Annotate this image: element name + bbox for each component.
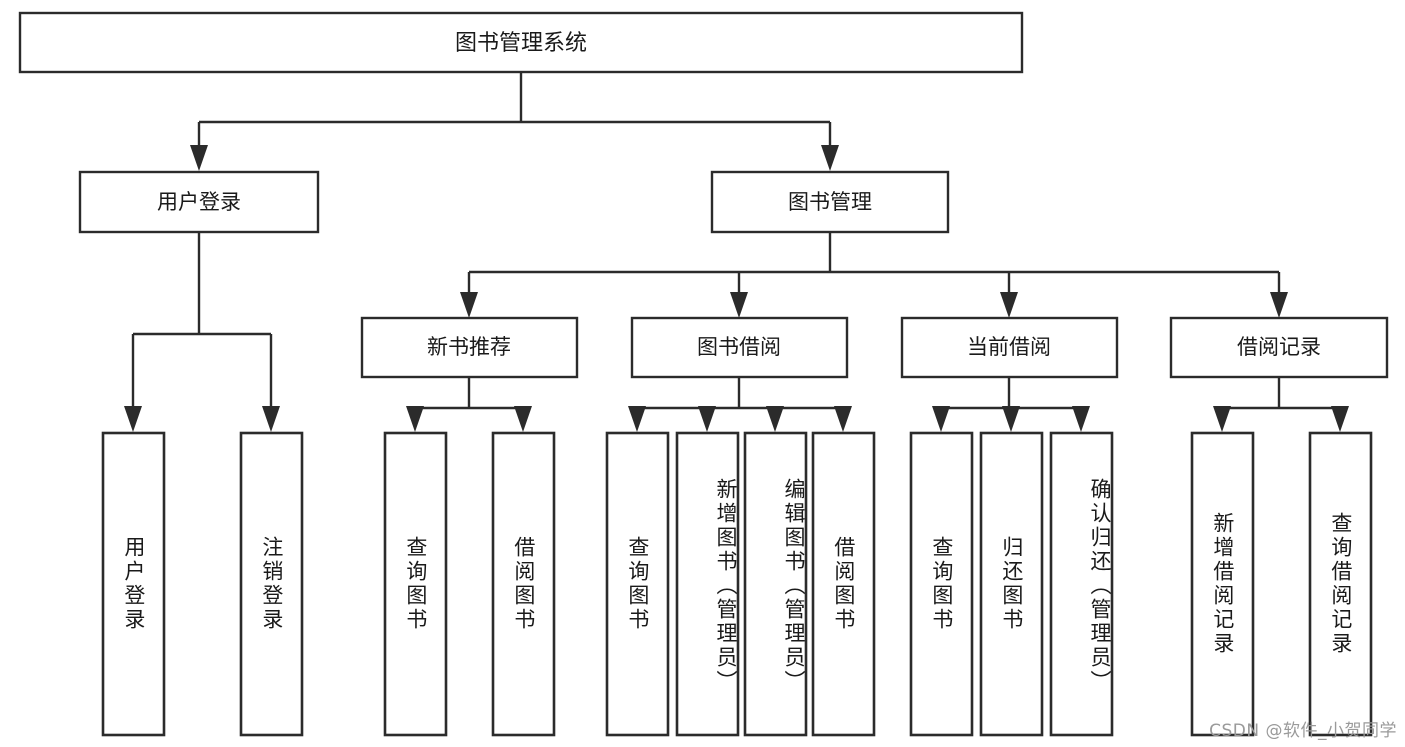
node-root-box[interactable] [18,11,1024,74]
node-user-login-box[interactable] [78,170,320,234]
node-root-label: 图书管理系统 [455,31,587,56]
node-root[interactable]: 图书管理系统 [18,11,1024,74]
node-user-login-label: 用户登录 [157,190,241,214]
node-book-manage-box[interactable] [710,170,950,234]
leaf-edit-book-box[interactable] [743,431,808,737]
arrow-newbook-c1 [406,406,424,432]
arrow-newbook-c2 [514,406,532,432]
node-book-manage-label: 图书管理 [788,190,872,214]
leaf-query-record-box[interactable] [1308,431,1373,737]
arrow-borrow-c1 [628,406,646,432]
node-current-borrow-label: 当前借阅 [967,335,1051,359]
node-book-borrow-label: 图书借阅 [697,335,781,359]
node-borrow-record-label: 借阅记录 [1237,335,1321,359]
node-borrow-record[interactable]: 借阅记录 [1169,316,1389,379]
node-borrow-record-box[interactable] [1169,316,1389,379]
leaf-add-book-box[interactable] [675,431,740,737]
arrow-bm-to-borrow [730,292,748,318]
arrow-bm-to-newbook [460,292,478,318]
leaf-add-record-box[interactable] [1190,431,1255,737]
node-current-borrow[interactable]: 当前借阅 [900,316,1119,379]
leaf-query-book-2-box[interactable] [605,431,670,737]
leaf-return-book-box[interactable] [979,431,1044,737]
arrow-root-to-userlogin [190,145,208,171]
arrow-borrow-c3 [766,406,784,432]
arrow-bm-to-record [1270,292,1288,318]
arrow-userlogin-child2 [262,406,280,432]
node-new-book-recommend-label: 新书推荐 [427,335,511,359]
node-book-borrow-box[interactable] [630,316,849,379]
node-user-login[interactable]: 用户登录 [78,170,320,234]
node-current-borrow-box[interactable] [900,316,1119,379]
leaf-user-login-box[interactable] [101,431,166,737]
node-book-borrow[interactable]: 图书借阅 [630,316,849,379]
leaf-user-logout-box[interactable] [239,431,304,737]
leaf-query-book-3-box[interactable] [909,431,974,737]
arrow-bm-to-current [1000,292,1018,318]
arrow-root-to-bookmanage [821,145,839,171]
leaf-confirm-return-box[interactable] [1049,431,1114,737]
arrow-record-c1 [1213,406,1231,432]
leaf-borrow-book-2-box[interactable] [811,431,876,737]
node-book-manage[interactable]: 图书管理 [710,170,950,234]
leaf-borrow-book-1-box[interactable] [491,431,556,737]
leaf-query-book-1-box[interactable] [383,431,448,737]
arrow-record-c2 [1331,406,1349,432]
node-new-book-recommend-box[interactable] [360,316,579,379]
node-new-book-recommend[interactable]: 新书推荐 [360,316,579,379]
arrow-current-c3 [1072,406,1090,432]
arrow-borrow-c4 [834,406,852,432]
connectors [124,72,1349,432]
arrow-borrow-c2 [698,406,716,432]
leaf-boxes [101,431,1373,737]
arrow-current-c1 [932,406,950,432]
arrow-userlogin-child1 [124,406,142,432]
arrow-current-c2 [1002,406,1020,432]
